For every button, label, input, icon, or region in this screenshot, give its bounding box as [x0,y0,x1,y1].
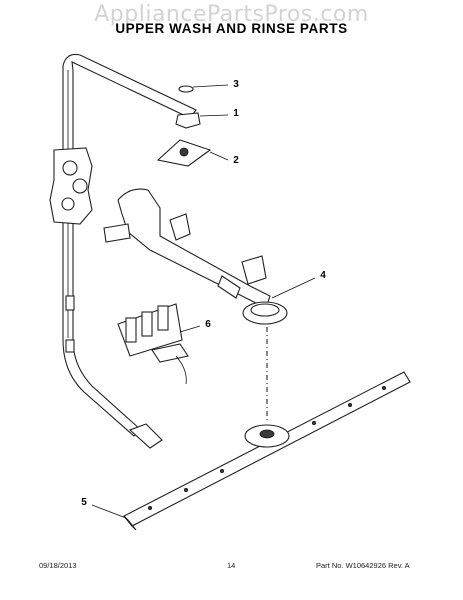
page-title: UPPER WASH AND RINSE PARTS [115,21,348,36]
callout-1: 1 [233,108,239,119]
part-4-manifold [103,188,288,325]
callout-5: 5 [81,497,87,508]
callout-3: 3 [233,79,239,90]
part-6-nozzle [117,303,189,385]
callout-4: 4 [320,270,326,281]
part-3-cap [178,85,194,93]
callout-6: 6 [205,319,211,330]
supply-tube [49,53,197,449]
leader-lines [91,84,316,519]
callout-2: 2 [233,155,239,166]
part-2-mount-plate [156,139,212,167]
part-5-spray-arm [123,371,411,531]
footer-page-number: 14 [227,561,236,570]
footer-part-number: Part No. W10642926 Rev. A [316,561,410,570]
part-1-hub [175,112,201,129]
footer-date: 09/18/2013 [39,561,77,570]
watermark: AppliancePartsPros.com [94,2,369,27]
